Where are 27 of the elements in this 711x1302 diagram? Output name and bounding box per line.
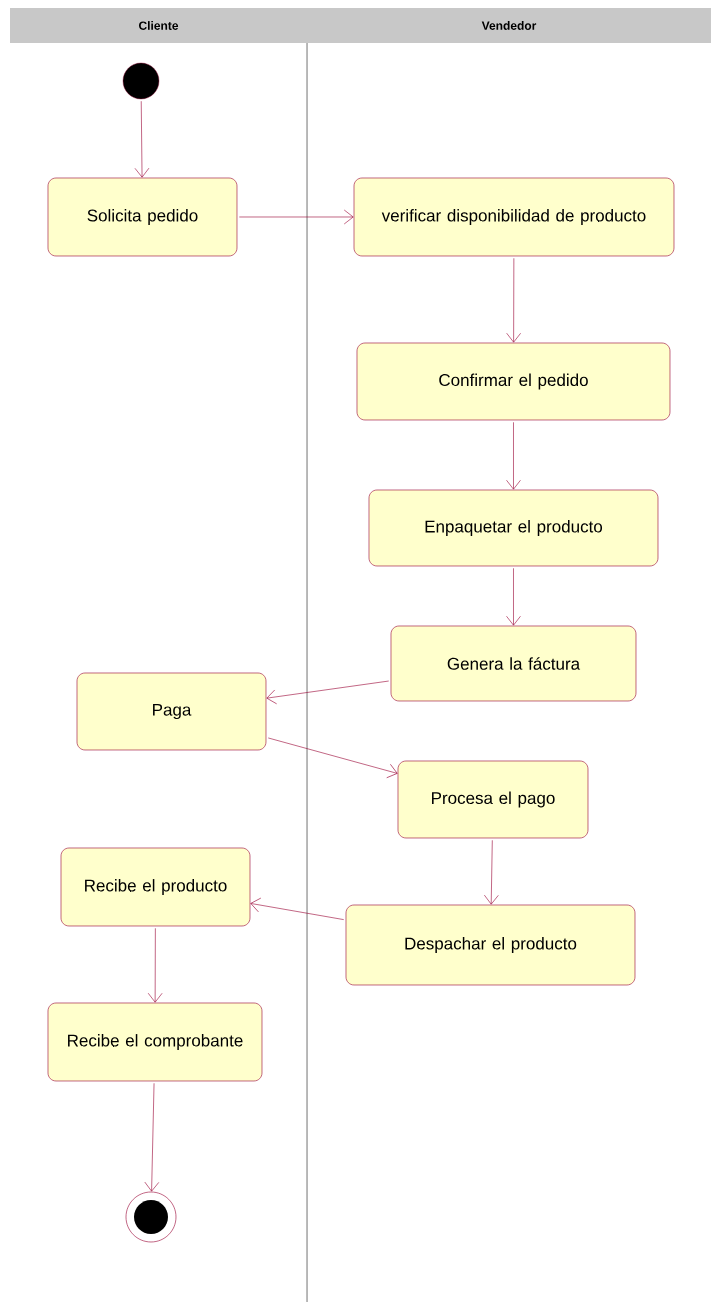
activity-box: Despachar el producto [345,904,636,986]
activity-box: Recibe el producto [60,847,251,927]
arrow [506,422,521,490]
activity-box: Recibe el comprobante [47,1002,263,1082]
arrow [267,737,398,779]
lane-header: Vendedor [307,8,711,43]
activity-box: Paga [76,672,267,751]
arrow [506,258,521,343]
arrow [266,680,390,705]
arrow [239,209,354,225]
end-node [125,1191,177,1243]
arrow [134,100,150,178]
activity-box: verificar disponibilidad de producto [353,177,675,257]
activity-box: Solicita pedido [47,177,238,257]
activity-box: Procesa el pago [397,760,589,839]
arrow [484,840,499,905]
node-label: Vendedor [481,21,537,30]
arrow [506,568,521,626]
activity-box: Confirmar el pedido [356,342,671,421]
arrow [147,928,163,1003]
node-label: Cliente [138,21,179,30]
start-node [122,62,160,100]
arrow [144,1083,160,1192]
activity-box: Genera la fáctura [390,625,637,702]
lane-header: Cliente [10,8,307,43]
arrow [250,897,345,920]
activity-box: Enpaquetar el producto [368,489,659,567]
